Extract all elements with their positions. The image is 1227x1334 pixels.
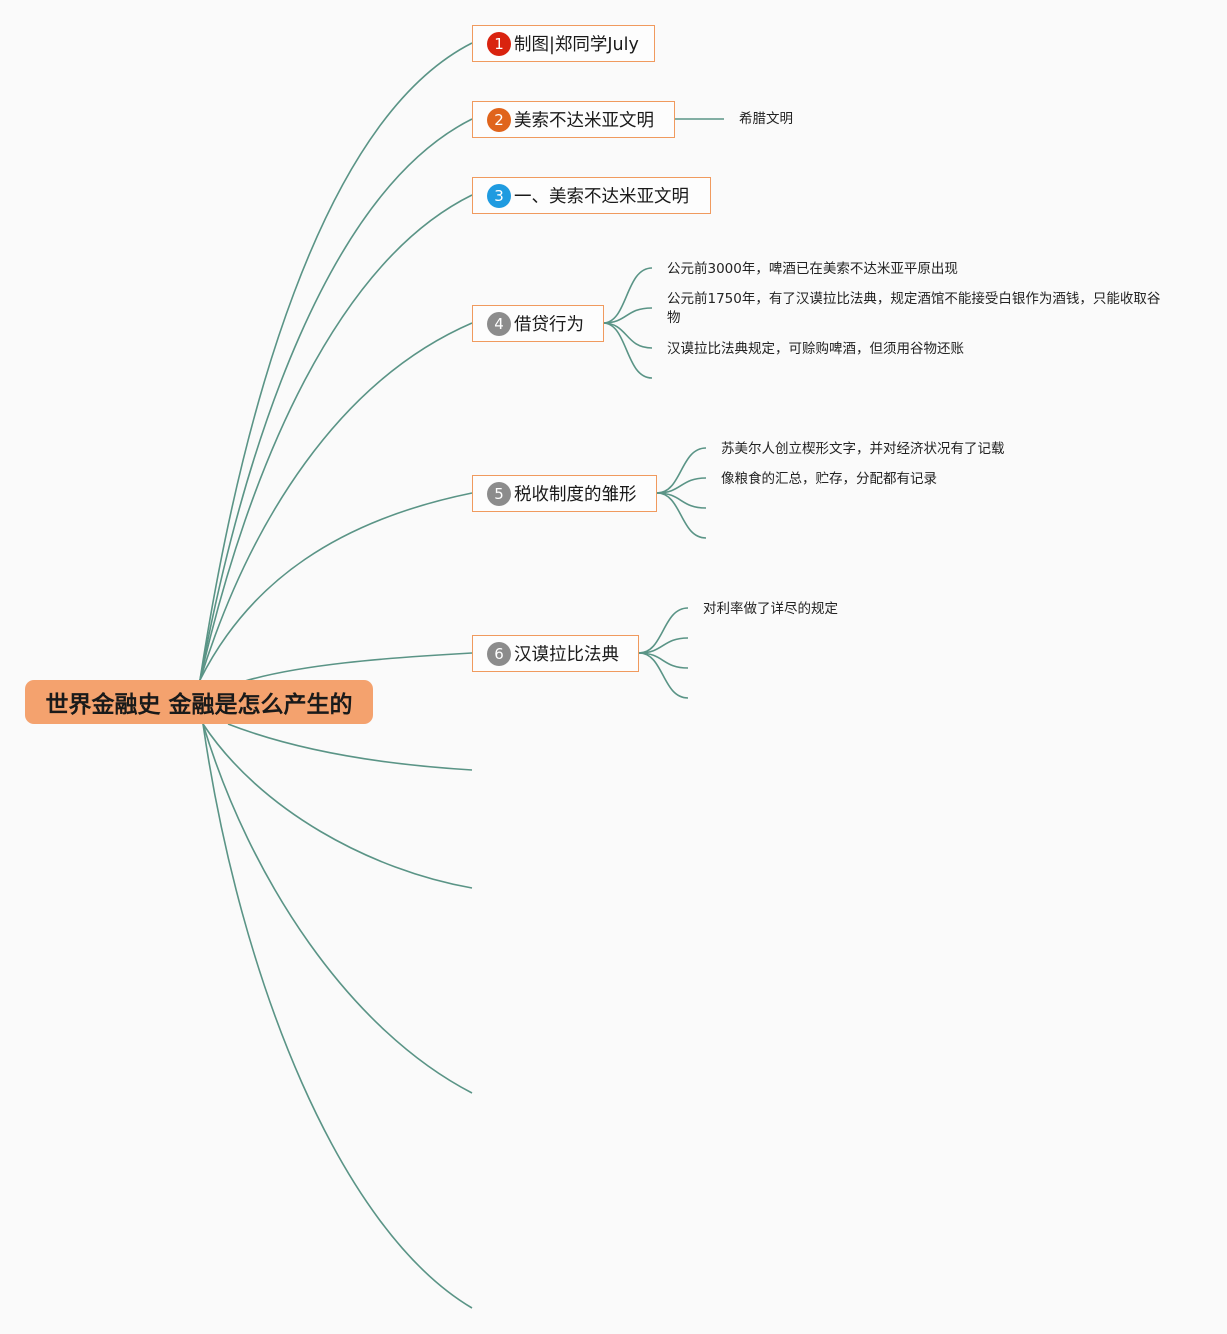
- connector-root-topic-4: [199, 322, 473, 681]
- connector-root-topic-5: [199, 492, 473, 681]
- connector-root-topic-6: [244, 652, 473, 682]
- connector-topic-5-detail-1: [656, 447, 707, 494]
- connector-topic-5-detail-4: [656, 492, 707, 539]
- topic-4-label: 借贷行为: [514, 315, 584, 335]
- connector-root-empty-4: [202, 723, 473, 1309]
- topic-4-detail-3[interactable]: 汉谟拉比法典规定，可赊购啤酒，但须用谷物还账: [667, 341, 964, 357]
- connector-root-empty-2: [202, 723, 473, 889]
- root-topic[interactable]: 世界金融史 金融是怎么产生的: [25, 680, 373, 724]
- connector-topic-4-detail-3: [602, 322, 653, 349]
- topic-5[interactable]: 5 税收制度的雏形: [472, 475, 657, 512]
- topic-2-detail-1[interactable]: 希腊文明: [739, 111, 793, 127]
- topic-6-label: 汉谟拉比法典: [514, 645, 619, 665]
- connector-topic-6-detail-1: [638, 607, 689, 654]
- topic-5-detail-2[interactable]: 像粮食的汇总，贮存，分配都有记录: [721, 471, 937, 487]
- topic-3[interactable]: 3 一、美索不达米亚文明: [472, 177, 711, 214]
- topic-2[interactable]: 2 美索不达米亚文明: [472, 101, 675, 138]
- topic-2-label: 美索不达米亚文明: [514, 111, 654, 131]
- number-badge-3: 3: [487, 183, 511, 208]
- connector-topic-6-detail-4: [638, 652, 689, 699]
- topic-6-detail-1[interactable]: 对利率做了详尽的规定: [703, 601, 838, 617]
- connector-root-topic-3: [199, 194, 473, 681]
- topic-5-label: 税收制度的雏形: [514, 485, 637, 505]
- root-topic-label: 世界金融史 金融是怎么产生的: [45, 692, 353, 718]
- topic-4[interactable]: 4 借贷行为: [472, 305, 604, 342]
- topic-4-detail-1[interactable]: 公元前3000年，啤酒已在美索不达米亚平原出现: [667, 261, 958, 277]
- topic-4-detail-2[interactable]: 公元前1750年，有了汉谟拉比法典，规定酒馆不能接受白银作为酒钱，只能收取谷物: [667, 291, 1161, 326]
- connector-topic-4-detail-4: [602, 322, 653, 379]
- topic-3-label: 一、美索不达米亚文明: [514, 187, 689, 207]
- number-badge-1: 1: [487, 31, 511, 56]
- connector-topic-4-detail-1: [602, 267, 653, 324]
- number-badge-2: 2: [487, 107, 511, 132]
- connector-root-topic-1: [199, 42, 473, 681]
- connector-root-topic-2: [199, 118, 473, 681]
- topic-1[interactable]: 1 制图|郑同学July: [472, 25, 655, 62]
- number-badge-5: 5: [487, 481, 511, 506]
- connector-topic-4-detail-2: [602, 307, 653, 324]
- topic-6[interactable]: 6 汉谟拉比法典: [472, 635, 639, 672]
- topic-5-detail-1[interactable]: 苏美尔人创立楔形文字，并对经济状况有了记载: [721, 441, 1005, 457]
- connector-root-empty-3: [202, 723, 473, 1094]
- connector-root-empty-1: [227, 723, 473, 771]
- number-badge-6: 6: [487, 641, 511, 666]
- number-badge-4: 4: [487, 311, 511, 336]
- topic-1-label: 制图|郑同学July: [514, 35, 639, 55]
